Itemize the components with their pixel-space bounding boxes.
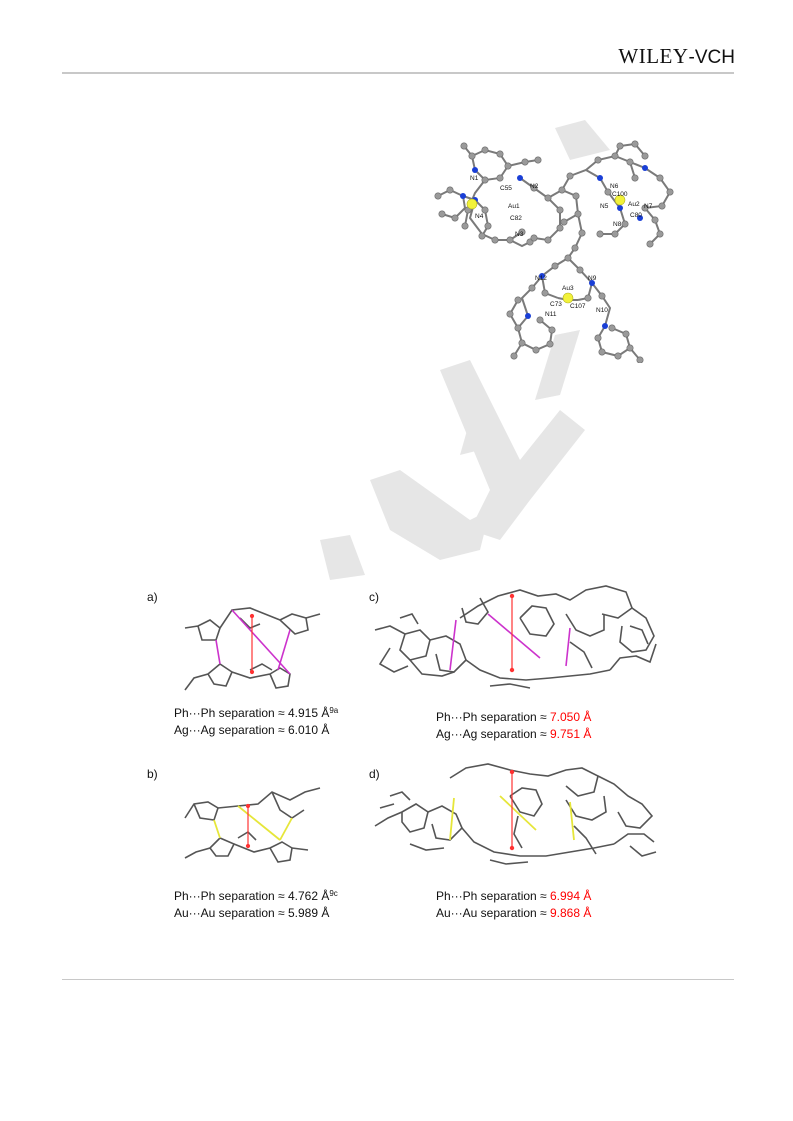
atom-label: Au3: [562, 285, 574, 292]
atom-label: C80: [630, 212, 642, 219]
panel-c-structure: [374, 585, 657, 689]
atom-label: N11: [545, 311, 557, 318]
watermark-stroke: [460, 416, 490, 455]
panel-c-label: c): [369, 590, 379, 604]
atom-label: N7: [644, 203, 653, 210]
panel-a-ph-separation: Ph···Ph separation ≈ 4.915 Å9a: [174, 706, 339, 720]
atom-label: C100: [612, 191, 628, 198]
atom-label: C107: [570, 303, 586, 310]
panel-d-au-separation: Au···Au separation ≈ 9.868 Å: [436, 906, 592, 920]
panel-a-structure: [184, 607, 321, 691]
panel-b-structure: [184, 787, 321, 863]
panel-c-caption: Ph···Ph separation ≈ 7.050 Å Ag···Ag sep…: [436, 709, 591, 743]
panel-a-caption: Ph···Ph separation ≈ 4.915 Å9a Ag···Ag s…: [174, 705, 338, 739]
panel-a-label: a): [147, 590, 158, 604]
watermark-stroke: [535, 330, 580, 400]
publisher-logo: WILEY-VCH: [618, 44, 735, 68]
panel-c-ph-separation: Ph···Ph separation ≈ 7.050 Å: [436, 710, 592, 724]
atom-label: N12: [535, 275, 547, 282]
atom-label: C55: [500, 185, 512, 192]
atom-labels: N1 N2 C55 Au1 N4 C82 N3 N6 C100 Au2 N5 N…: [470, 175, 653, 318]
crystal-structure-figure: N1 N2 C55 Au1 N4 C82 N3 N6 C100 Au2 N5 N…: [434, 140, 674, 363]
panel-b-caption: Ph···Ph separation ≈ 4.762 Å9c Au···Au s…: [174, 888, 338, 922]
atom-label: C73: [550, 301, 562, 308]
panel-c-ag-separation: Ag···Ag separation ≈ 9.751 Å: [436, 727, 592, 741]
atom-label: N5: [600, 203, 609, 210]
footer-rule: [62, 979, 734, 980]
watermark-stroke: [440, 360, 585, 540]
atom-label: C82: [510, 215, 522, 222]
gold-atoms: [466, 194, 626, 304]
carbon-atoms: [434, 140, 674, 363]
atom-label: N9: [588, 275, 597, 282]
panel-d-structure: [374, 763, 657, 865]
atom-label: N10: [596, 307, 608, 314]
atom-label: N8: [613, 221, 622, 228]
panel-b-au-separation: Au···Au separation ≈ 5.989 Å: [174, 906, 330, 920]
nitrogen-atoms: [460, 165, 648, 329]
atom-label: N1: [470, 175, 479, 182]
panel-a-ag-separation: Ag···Ag separation ≈ 6.010 Å: [174, 723, 330, 737]
atom-label: N3: [515, 231, 524, 238]
header-rule: [62, 72, 734, 74]
atom-label: N4: [475, 213, 484, 220]
watermark-stroke: [555, 120, 610, 160]
watermark-stroke: [320, 535, 365, 580]
watermark-stroke: [370, 470, 490, 560]
atom-label: Au1: [508, 203, 520, 210]
atom-label: N6: [610, 183, 619, 190]
panel-b-ph-separation: Ph···Ph separation ≈ 4.762 Å9c: [174, 889, 338, 903]
atom-label: Au2: [628, 201, 640, 208]
atom-label: N2: [530, 183, 539, 190]
panel-d-label: d): [369, 767, 380, 781]
panel-d-ph-separation: Ph···Ph separation ≈ 6.994 Å: [436, 889, 592, 903]
panel-b-label: b): [147, 767, 158, 781]
panel-d-caption: Ph···Ph separation ≈ 6.994 Å Au···Au sep…: [436, 888, 591, 922]
